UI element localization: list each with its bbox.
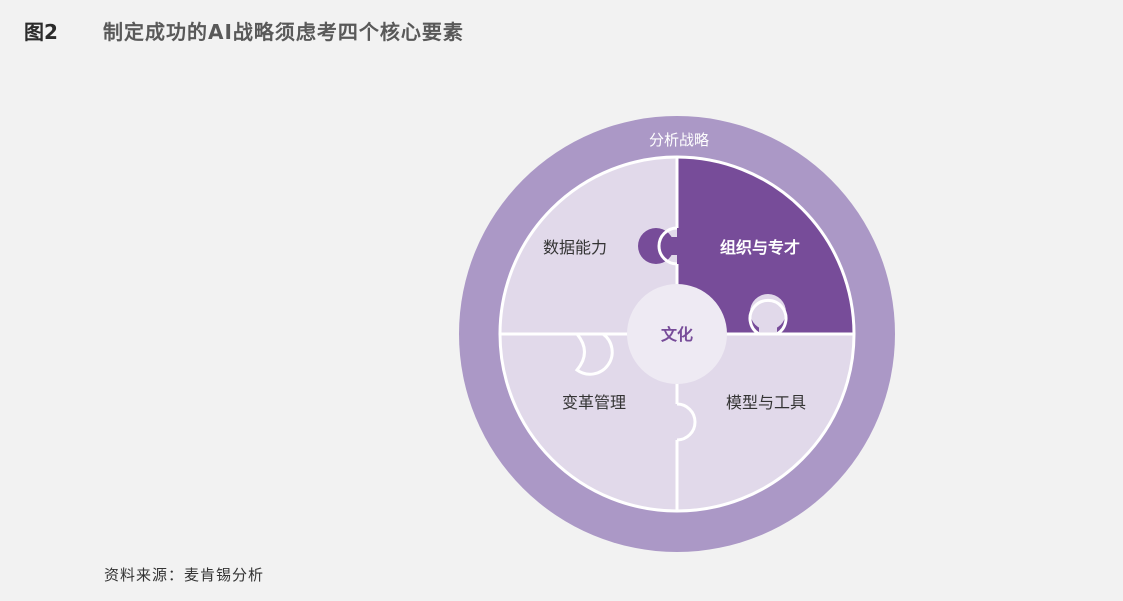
- piece-label-organization-talent: 组织与专才: [720, 238, 800, 257]
- puzzle-tab-bottom-right: [681, 404, 717, 440]
- figure-number: 图2: [24, 20, 58, 44]
- center-label: 文化: [661, 325, 693, 344]
- figure-title: 制定成功的AI战略须虑考四个核心要素: [103, 20, 464, 44]
- puzzle-piece-top-right: [677, 157, 854, 334]
- piece-label-data-capability: 数据能力: [543, 238, 607, 257]
- puzzle-piece-bottom-right: [677, 334, 854, 511]
- center-circle: [627, 284, 727, 384]
- piece-label-models-tools: 模型与工具: [726, 393, 806, 412]
- piece-label-change-management: 变革管理: [562, 393, 626, 412]
- puzzle-piece-bottom-left: [500, 334, 677, 511]
- source-note: 资料来源：麦肯锡分析: [104, 566, 265, 584]
- outer-ring-label: 分析战略: [649, 131, 709, 149]
- puzzle-tab-top-right-neck: [759, 318, 777, 334]
- puzzle-tab-top-left-neck: [660, 237, 677, 255]
- puzzle-piece-top-left: [500, 157, 677, 334]
